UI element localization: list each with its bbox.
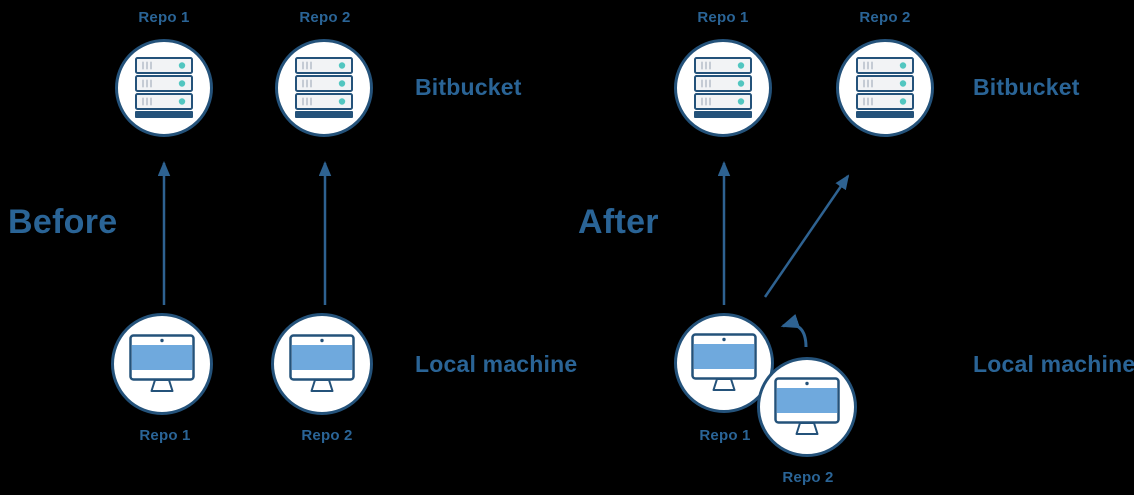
after-move-repo2-curved-arrow bbox=[780, 313, 808, 348]
desktop-icon bbox=[129, 334, 195, 392]
before-server-repo2-node bbox=[275, 39, 373, 137]
before-title: Before bbox=[8, 203, 118, 241]
server-icon bbox=[295, 57, 353, 118]
desktop-icon bbox=[774, 377, 840, 435]
after-server-repo2-node bbox=[836, 39, 934, 137]
after-server-repo2-label: Repo 2 bbox=[859, 9, 911, 26]
server-icon bbox=[135, 57, 193, 118]
after-machine-repo2-node bbox=[757, 357, 857, 457]
before-machine-repo1-label: Repo 1 bbox=[139, 427, 191, 444]
after-title: After bbox=[578, 203, 659, 241]
after-local-machine-label: Local machine bbox=[973, 351, 1134, 377]
before-bitbucket-label: Bitbucket bbox=[415, 74, 522, 100]
before-machine-repo2-label: Repo 2 bbox=[301, 427, 353, 444]
after-machine-repo2-label: Repo 2 bbox=[782, 469, 834, 486]
before-server-repo1-node bbox=[115, 39, 213, 137]
before-local-machine-label: Local machine bbox=[415, 351, 578, 377]
after-push-arrow-repo2-diagonal bbox=[763, 174, 850, 298]
after-machine-repo1-label: Repo 1 bbox=[699, 427, 751, 444]
desktop-icon bbox=[289, 334, 355, 392]
server-icon bbox=[856, 57, 914, 118]
before-machine-repo1-node bbox=[111, 313, 213, 415]
after-machine-repo1-node bbox=[674, 313, 774, 413]
before-server-repo2-label: Repo 2 bbox=[299, 9, 351, 26]
after-server-repo1-label: Repo 1 bbox=[697, 9, 749, 26]
before-server-repo1-label: Repo 1 bbox=[138, 9, 190, 26]
server-icon bbox=[694, 57, 752, 118]
after-server-repo1-node bbox=[674, 39, 772, 137]
desktop-icon bbox=[691, 333, 757, 391]
before-machine-repo2-node bbox=[271, 313, 373, 415]
after-bitbucket-label: Bitbucket bbox=[973, 74, 1080, 100]
